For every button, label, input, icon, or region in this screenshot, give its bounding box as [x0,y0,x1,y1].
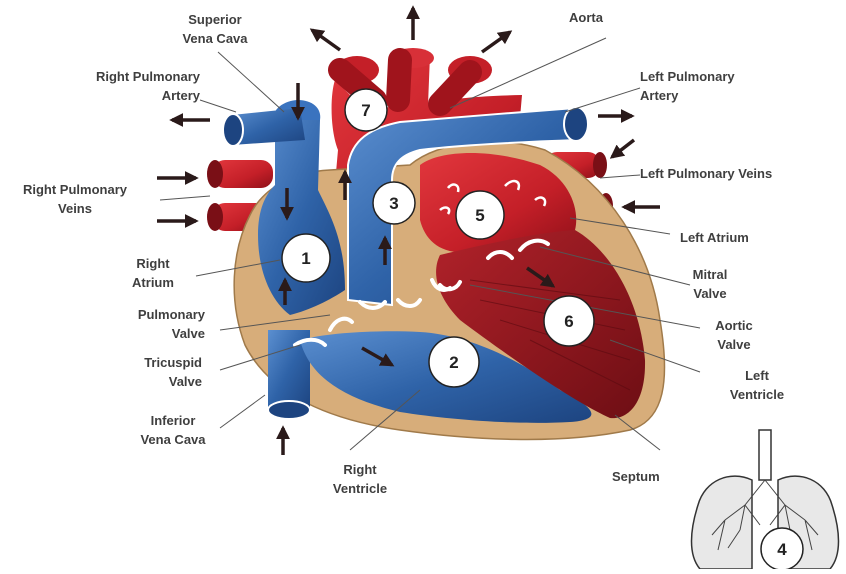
arrow-aorta-right [482,32,510,52]
marker-7: 7 [345,89,387,131]
marker-1-text: 1 [301,249,310,268]
label-right-atrium: Right Atrium [118,254,188,292]
label-right-ventricle-line1: Right [315,460,405,479]
label-tricuspid-valve-line2: Valve [100,372,202,391]
label-right-pulmonary-veins: Right Pulmonary Veins [0,180,150,218]
label-mitral-valve: Mitral Valve [680,265,740,303]
label-left-ventricle-line1: Left [712,366,802,385]
label-left-atrium: Left Atrium [680,228,749,247]
label-left-pulmonary-veins: Left Pulmonary Veins [640,164,772,183]
label-pulmonary-valve-line1: Pulmonary [100,305,205,324]
label-right-atrium-line2: Atrium [118,273,188,292]
label-right-ventricle: Right Ventricle [315,460,405,498]
label-left-pulmonary-artery-line2: Artery [640,86,735,105]
marker-5: 5 [456,191,504,239]
marker-7-text: 7 [361,101,370,120]
label-right-pulmonary-veins-line1: Right Pulmonary [0,180,150,199]
marker-1: 1 [282,234,330,282]
label-superior-vena-cava: Superior Vena Cava [170,10,260,48]
marker-5-text: 5 [475,206,484,225]
marker-3: 3 [373,182,415,224]
marker-2-text: 2 [449,353,458,372]
lungs-illustration: 4 [692,430,839,569]
label-inferior-vena-cava: Inferior Vena Cava [128,411,218,449]
marker-6-text: 6 [564,312,573,331]
label-right-pulmonary-artery-line2: Artery [40,86,200,105]
label-right-pulmonary-artery-line1: Right Pulmonary [40,67,200,86]
label-mitral-valve-line2: Valve [680,284,740,303]
label-aorta: Aorta [569,8,603,27]
label-tricuspid-valve-line1: Tricuspid [100,353,202,372]
marker-4: 4 [761,528,803,569]
arrow-aorta-left [312,30,340,50]
marker-6: 6 [544,296,594,346]
label-aortic-valve-line1: Aortic [700,316,768,335]
label-tricuspid-valve: Tricuspid Valve [100,353,202,391]
left-lung [692,476,753,569]
label-right-atrium-line1: Right [118,254,188,273]
label-aortic-valve-line2: Valve [700,335,768,354]
arrow-left-pulmonary-vein-top [612,140,634,157]
label-left-pulmonary-artery: Left Pulmonary Artery [640,67,735,105]
label-mitral-valve-line1: Mitral [680,265,740,284]
marker-4-text: 4 [777,540,787,559]
label-left-pulmonary-artery-line1: Left Pulmonary [640,67,735,86]
label-septum: Septum [612,467,660,486]
label-right-ventricle-line2: Ventricle [315,479,405,498]
label-superior-vena-cava-line2: Vena Cava [170,29,260,48]
label-aortic-valve: Aortic Valve [700,316,768,354]
marker-3-text: 3 [389,194,398,213]
label-pulmonary-valve: Pulmonary Valve [100,305,205,343]
marker-2: 2 [429,337,479,387]
trachea [759,430,771,480]
label-inferior-vena-cava-line2: Vena Cava [128,430,218,449]
label-right-pulmonary-veins-line2: Veins [0,199,150,218]
label-inferior-vena-cava-line1: Inferior [128,411,218,430]
label-left-ventricle-line2: Ventricle [712,385,802,404]
label-pulmonary-valve-line2: Valve [100,324,205,343]
label-left-ventricle: Left Ventricle [712,366,802,404]
label-superior-vena-cava-line1: Superior [170,10,260,29]
label-right-pulmonary-artery: Right Pulmonary Artery [40,67,200,105]
